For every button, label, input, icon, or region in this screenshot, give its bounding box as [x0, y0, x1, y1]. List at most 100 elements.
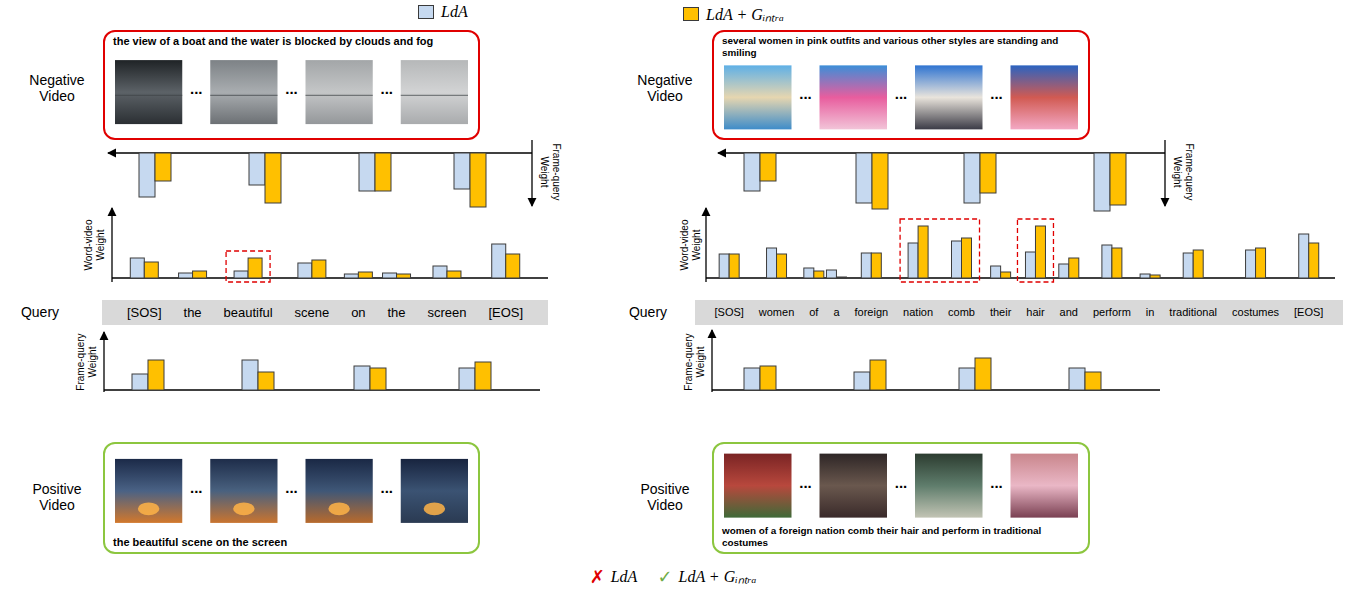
weight-bar [344, 274, 358, 278]
query-word: beautiful [213, 305, 284, 321]
video-caption: women of a foreign nation comb their hai… [722, 525, 1079, 549]
ellipsis: ... [799, 474, 812, 491]
weight-bar [744, 153, 760, 191]
query-word: comb [941, 306, 983, 319]
query-band: [SOS]thebeautifulsceneonthescreen[EOS] [102, 300, 548, 325]
weight-bar [1085, 372, 1101, 390]
video-frames [115, 60, 468, 124]
ellipsis: ... [799, 86, 812, 103]
axis-label: Frame-query Weight [75, 329, 98, 395]
weight-bar [826, 270, 836, 278]
mark-symbol: ✓ [657, 567, 672, 588]
video-frame [724, 454, 792, 518]
weight-bar [475, 362, 491, 390]
axis-line [711, 330, 712, 392]
weight-bar [155, 153, 171, 181]
chart-axes [104, 140, 1335, 392]
weight-bar [265, 153, 281, 203]
axis-label: Word-video Weight [83, 212, 106, 278]
weight-bar [1112, 248, 1122, 278]
weight-bar [242, 360, 258, 390]
video-frame [1011, 454, 1079, 518]
panel-label: Positive Video [632, 481, 698, 513]
axis-label: Frame-query Weight [539, 139, 562, 205]
ellipsis: ... [380, 80, 393, 97]
weight-bar [918, 226, 928, 278]
query-word: the [173, 305, 213, 321]
legend-item: LdA [418, 3, 468, 21]
weight-bar [744, 368, 760, 390]
axis-line [706, 277, 1335, 278]
query-band: [SOS]womenofaforeignnationcombtheirhaira… [695, 300, 1343, 325]
query-word: costumes [1225, 306, 1287, 319]
weight-bar [506, 254, 520, 278]
weight-bar [760, 153, 776, 181]
weight-bar [760, 366, 776, 390]
fire-glow [328, 502, 350, 515]
method-name: LdA [611, 568, 638, 586]
weight-bar [777, 254, 787, 278]
method-name: LdA + Gᵢₙₜᵣₐ [678, 568, 756, 586]
query-word: on [340, 305, 376, 321]
weight-bar [312, 260, 326, 278]
weight-bar [234, 271, 248, 278]
query-word: foreign [847, 306, 896, 319]
axis-line [1164, 140, 1165, 206]
weight-bar [354, 366, 370, 390]
weight-bar [1001, 272, 1011, 278]
frame-query-bars [744, 358, 1101, 390]
axis-line [705, 208, 706, 282]
weight-bar [952, 241, 962, 278]
word-video-bars [130, 244, 519, 282]
video-frame [820, 65, 888, 129]
axis-line [531, 140, 532, 206]
weight-bar [1069, 368, 1085, 390]
weight-bar [767, 248, 777, 278]
query-word: their [982, 306, 1018, 319]
weight-bar [964, 153, 980, 203]
ellipsis: ... [285, 80, 298, 97]
weight-bar [459, 368, 475, 390]
fire-glow [424, 502, 446, 515]
query-word: perform [1085, 306, 1138, 319]
weight-bar [854, 372, 870, 390]
weight-bar [144, 262, 158, 278]
legend-swatch [418, 5, 434, 19]
query-word: in [1138, 306, 1162, 319]
positive-video-box: the beautiful scene on the screen [103, 442, 480, 554]
fire-glow [138, 502, 160, 515]
weight-bar [433, 266, 447, 278]
weight-bar [871, 253, 881, 278]
weight-bar [470, 153, 486, 207]
video-frame [401, 459, 468, 523]
weight-bar [1035, 226, 1045, 278]
weight-bar [130, 258, 144, 278]
video-caption: the beautiful scene on the screen [113, 536, 287, 549]
negative-video-box: several women in pink outfits and variou… [712, 30, 1090, 140]
frame-query-bars [744, 153, 1126, 211]
legend-item: LdA + Gᵢₙₜᵣₐ [683, 3, 784, 25]
frame-query-bars [139, 153, 486, 207]
method-row: ✗LdA✓LdA + Gᵢₙₜᵣₐ [590, 567, 757, 588]
video-frames [724, 454, 1078, 518]
weight-bar [1059, 264, 1069, 278]
weight-bar [179, 273, 193, 278]
query-word: [EOS] [477, 305, 534, 321]
query-word: of [802, 306, 826, 319]
horizon-line [115, 95, 182, 96]
weight-bar [959, 368, 975, 390]
weight-bar [962, 238, 972, 278]
video-frame [820, 454, 888, 518]
weight-bar [1183, 253, 1193, 278]
query-word: [SOS] [707, 306, 751, 319]
ellipsis: ... [990, 474, 1003, 491]
panel-label: Negative Video [632, 72, 698, 104]
weight-bar [980, 153, 996, 193]
query-word: and [1052, 306, 1085, 319]
video-frame [915, 65, 983, 129]
weight-bar [861, 253, 871, 278]
weight-bar [856, 153, 872, 203]
weight-bar [358, 272, 372, 278]
video-frame [115, 459, 182, 523]
